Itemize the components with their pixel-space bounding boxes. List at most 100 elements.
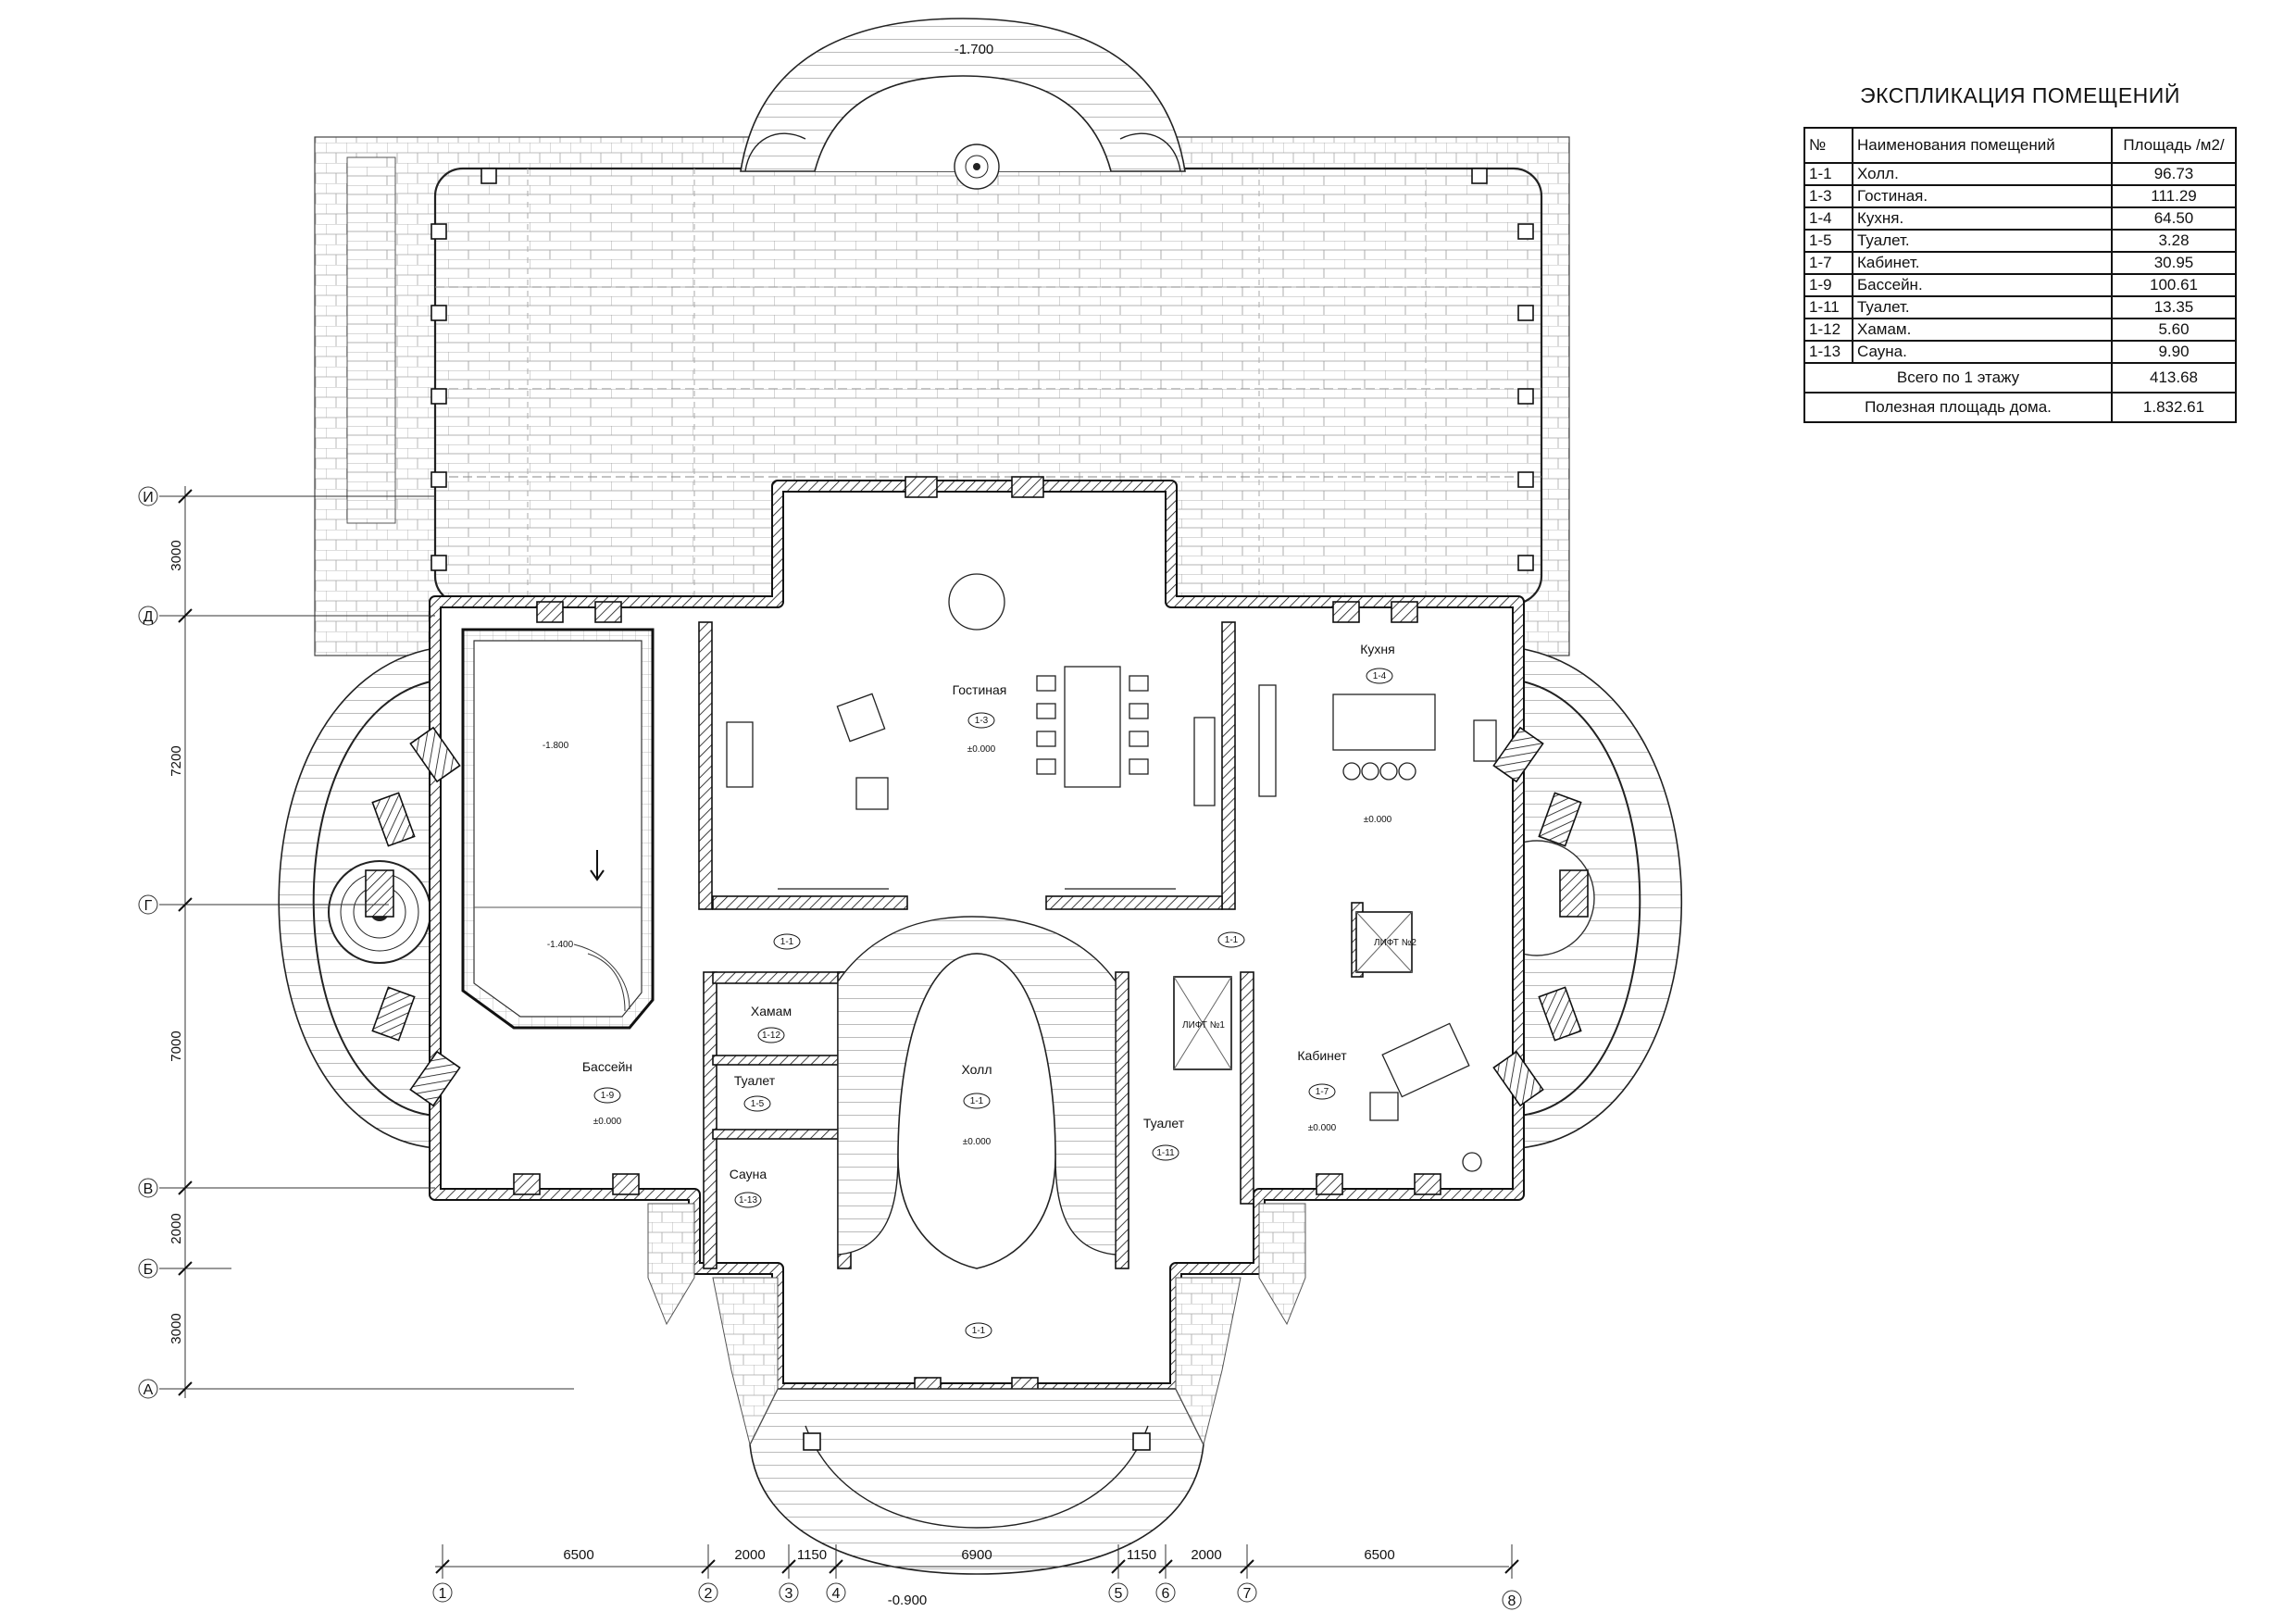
level-top: -1.700 <box>955 42 994 57</box>
explication-panel: ЭКСПЛИКАЦИЯ ПОМЕЩЕНИЙ № Наименования пом… <box>1803 83 2237 423</box>
row-axes <box>138 486 574 1399</box>
row-no: 1-1 <box>1803 162 1853 186</box>
axis-col-7: 7 <box>1243 1586 1252 1602</box>
row-area: 96.73 <box>2111 162 2237 186</box>
main-staircase <box>837 916 1117 1269</box>
useful-area-row: Полезная площадь дома. 1.832.61 <box>1803 392 2237 423</box>
room-sauna-name: Сауна <box>730 1167 767 1181</box>
horizontal-dims: 6500 2000 1150 6900 1150 2000 6500 <box>563 1547 1394 1563</box>
table-row: 1-4 Кухня. 64.50 <box>1803 206 2237 231</box>
table-row: 1-11 Туалет. 13.35 <box>1803 295 2237 319</box>
axis-col-4: 4 <box>832 1586 841 1602</box>
entrance-stairs <box>647 1203 1306 1575</box>
terrace <box>314 136 1570 656</box>
room-pool-name: Бассейн <box>582 1059 632 1074</box>
row-name: Кухня. <box>1852 206 2113 231</box>
room-kitchen-name: Кухня <box>1360 642 1394 656</box>
dim-h-1: 6500 <box>563 1547 593 1563</box>
row-name: Хамам. <box>1852 318 2113 342</box>
room-kitchen-tag: 1-4 <box>1373 671 1387 681</box>
room-pool-tag: 1-9 <box>601 1091 615 1101</box>
hall-tag-bottom: 1-1 <box>972 1326 986 1336</box>
row-area: 3.28 <box>2111 229 2237 253</box>
table-header-row: № Наименования помещений Площадь /м2/ <box>1803 127 2237 164</box>
header-name: Наименования помещений <box>1852 127 2113 164</box>
row-area: 13.35 <box>2111 295 2237 319</box>
hall-tag-left: 1-1 <box>780 937 794 947</box>
room-hall-name: Холл <box>962 1062 992 1077</box>
room-hammam-tag: 1-12 <box>762 1031 780 1041</box>
header-area: Площадь /м2/ <box>2111 127 2237 164</box>
room-toilet-small-name: Туалет <box>734 1073 776 1088</box>
axis-col-3: 3 <box>785 1586 793 1602</box>
row-name: Туалет. <box>1852 229 2113 253</box>
useful-area-label: Полезная площадь дома. <box>1803 392 2113 423</box>
row-area: 111.29 <box>2111 184 2237 208</box>
living-furniture <box>726 573 1216 890</box>
pool-level-a: -1.800 <box>543 741 569 751</box>
row-no: 1-9 <box>1803 273 1853 297</box>
pool-level-b: -1.400 <box>547 940 574 950</box>
floor-plan: -1.700 <box>138 18 1682 1610</box>
table-row: 1-5 Туалет. 3.28 <box>1803 229 2237 253</box>
axis-row-i: И <box>143 490 154 506</box>
dim-h-7: 6500 <box>1364 1547 1394 1563</box>
row-name: Кабинет. <box>1852 251 2113 275</box>
hall-tag-right: 1-1 <box>1225 935 1239 945</box>
dim-v-2: 7200 <box>168 745 184 776</box>
row-name: Гостиная. <box>1852 184 2113 208</box>
axis-col-1: 1 <box>439 1586 447 1602</box>
row-name: Бассейн. <box>1852 273 2113 297</box>
lift2-name: ЛИФТ №2 <box>1374 938 1416 948</box>
row-no: 1-5 <box>1803 229 1853 253</box>
level-bottom: -0.900 <box>888 1593 928 1608</box>
room-toilet-small-tag: 1-5 <box>751 1099 765 1109</box>
axis-row-a: А <box>144 1382 154 1398</box>
axis-row-v: В <box>144 1181 154 1197</box>
row-name: Туалет. <box>1852 295 2113 319</box>
table-row: 1-7 Кабинет. 30.95 <box>1803 251 2237 275</box>
dim-h-4: 6900 <box>961 1547 992 1563</box>
dim-v-1: 3000 <box>168 540 184 570</box>
left-rotunda <box>278 647 436 1149</box>
row-no: 1-11 <box>1803 295 1853 319</box>
top-arch-stairs <box>740 18 1186 190</box>
axis-row-d: Д <box>144 609 154 625</box>
level-hall: ±0.000 <box>963 1137 992 1147</box>
column-axis-labels: 1 2 3 4 5 6 7 8 <box>439 1586 1516 1609</box>
room-office-tag: 1-7 <box>1316 1087 1329 1097</box>
axis-col-8: 8 <box>1508 1593 1516 1609</box>
explication-table: № Наименования помещений Площадь /м2/ 1-… <box>1803 127 2237 423</box>
dim-v-5: 3000 <box>168 1313 184 1343</box>
row-no: 1-12 <box>1803 318 1853 342</box>
axis-col-2: 2 <box>705 1586 713 1602</box>
table-row: 1-13 Сауна. 9.90 <box>1803 340 2237 364</box>
room-toilet-big-name: Туалет <box>1143 1116 1185 1131</box>
table-row: 1-1 Холл. 96.73 <box>1803 162 2237 186</box>
room-labels: Гостиная 1-3 ±0.000 Кухня 1-4 ±0.000 Бас… <box>582 642 1416 1339</box>
useful-area-value: 1.832.61 <box>2111 392 2237 423</box>
level-pool: ±0.000 <box>593 1117 622 1127</box>
row-no: 1-13 <box>1803 340 1853 364</box>
table-row: 1-3 Гостиная. 111.29 <box>1803 184 2237 208</box>
axis-row-b: Б <box>144 1262 154 1278</box>
dim-h-3: 1150 <box>797 1547 827 1563</box>
pool: -1.800 -1.400 <box>461 628 655 1030</box>
row-no: 1-7 <box>1803 251 1853 275</box>
table-row: 1-12 Хамам. 5.60 <box>1803 318 2237 342</box>
vertical-dims: 3000 7200 7000 2000 3000 <box>168 540 184 1343</box>
row-area: 9.90 <box>2111 340 2237 364</box>
row-axis-labels: И Д Г В Б А <box>143 490 154 1398</box>
axis-row-g: Г <box>144 898 153 914</box>
lifts <box>1173 911 1413 1070</box>
room-hall-tag: 1-1 <box>970 1096 984 1106</box>
row-no: 1-3 <box>1803 184 1853 208</box>
row-area: 30.95 <box>2111 251 2237 275</box>
dim-h-6: 2000 <box>1191 1547 1221 1563</box>
lift1-name: ЛИФТ №1 <box>1182 1020 1225 1031</box>
room-hammam-name: Хамам <box>751 1004 792 1018</box>
row-name: Холл. <box>1852 162 2113 186</box>
total-floor-value: 413.68 <box>2111 362 2237 394</box>
row-name: Сауна. <box>1852 340 2113 364</box>
row-area: 64.50 <box>2111 206 2237 231</box>
